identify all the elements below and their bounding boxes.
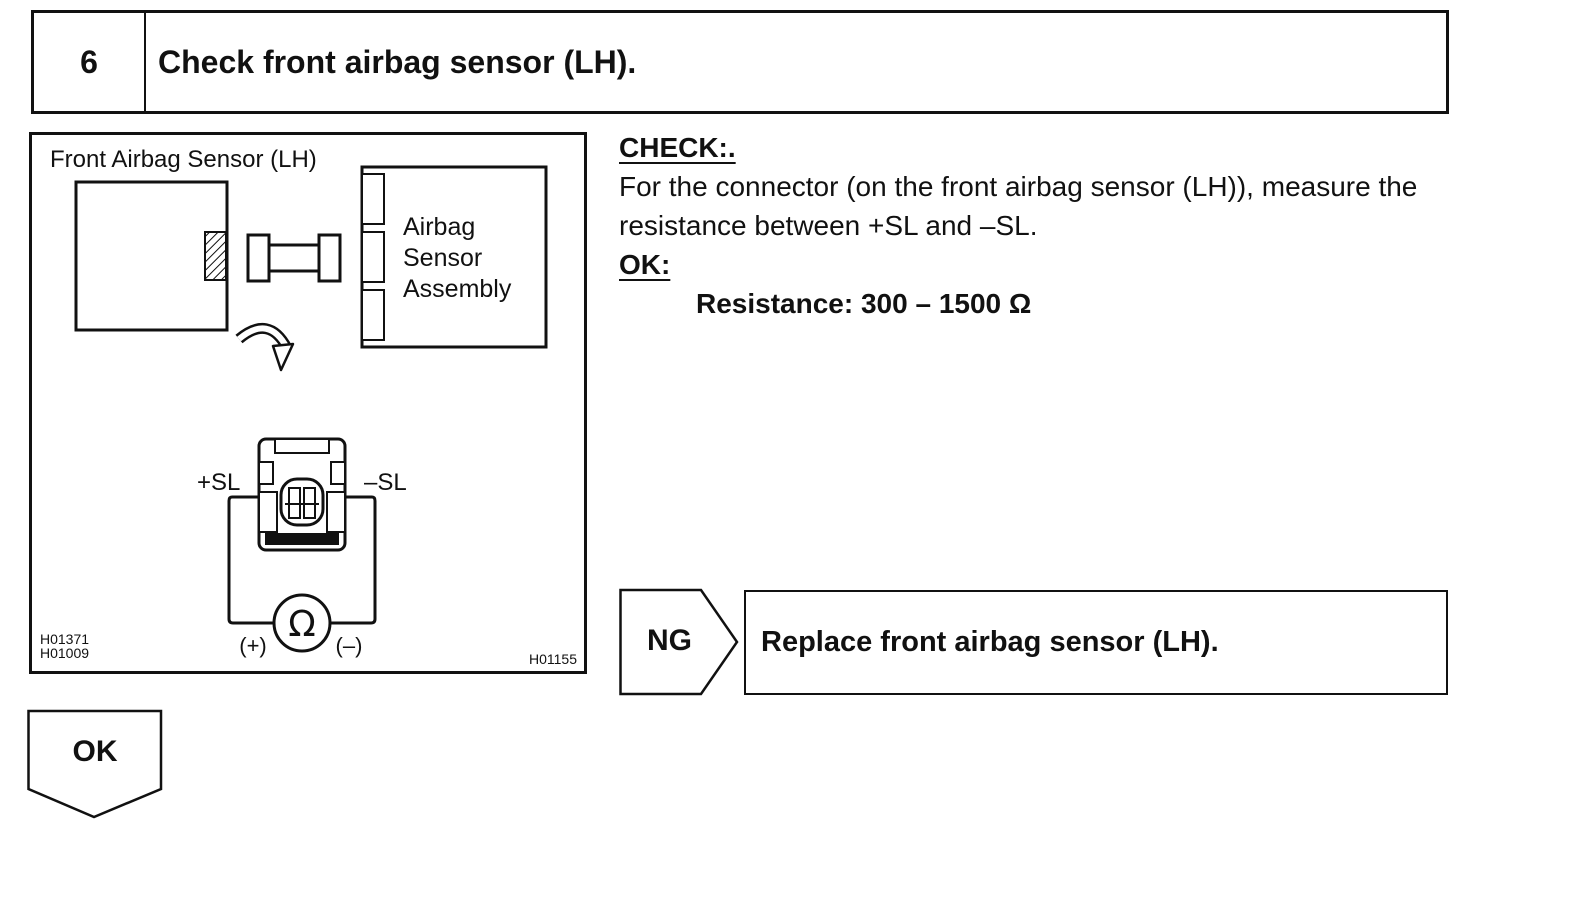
ohm-icon: Ω	[288, 604, 316, 645]
connector-left-end	[246, 233, 271, 283]
figure-border	[29, 132, 587, 674]
assembly-label-line: Airbag	[403, 213, 475, 241]
ng-label: NG	[647, 624, 692, 657]
connector-right-end	[317, 233, 342, 283]
step-number: 6	[34, 13, 146, 111]
diagram-figure: Front Airbag Sensor (LH) Airbag Sensor A…	[29, 132, 587, 674]
front-airbag-sensor-label: Front Airbag Sensor (LH)	[50, 146, 317, 173]
wire-minus	[329, 495, 377, 625]
ref-code: H01155	[529, 651, 577, 667]
step-header: 6 Check front airbag sensor (LH).	[31, 10, 1449, 114]
wire-plus	[227, 495, 275, 625]
minus-sl-label: –SL	[364, 469, 407, 496]
ohmmeter	[272, 593, 332, 653]
check-text: For the connector (on the front airbag s…	[619, 171, 1418, 241]
ng-action-box: Replace front airbag sensor (LH).	[744, 590, 1448, 695]
ng-arrow-shape	[619, 588, 739, 696]
ref-code: H01009	[40, 645, 89, 661]
ok-heading: OK:	[619, 249, 671, 280]
diagram-svg: Front Airbag Sensor (LH) Airbag Sensor A…	[29, 132, 587, 674]
plus-sl-label: +SL	[197, 469, 240, 496]
arrow-head	[271, 342, 295, 372]
step-title: Check front airbag sensor (LH).	[158, 43, 637, 80]
sensor-connector	[204, 231, 227, 281]
meter-plus-label: (+)	[239, 633, 267, 658]
ng-action-text: Replace front airbag sensor (LH).	[761, 626, 1219, 658]
assembly-label-line: Sensor	[403, 244, 482, 272]
check-heading: CHECK:.	[619, 132, 736, 163]
ok-branch: OK	[27, 709, 167, 826]
ref-code: H01371	[40, 631, 89, 647]
connector-shaft	[267, 243, 321, 273]
assembly-label-line: Assembly	[403, 275, 512, 303]
ng-branch: NG	[619, 588, 743, 703]
check-section: CHECK:. For the connector (on the front …	[619, 128, 1451, 323]
svg-text:Airbag Sensor Asse: Airbag Sensor Assembly	[403, 213, 512, 303]
ok-arrow-shape	[27, 709, 163, 819]
resistance-spec: Resistance: 300 – 1500 Ω	[696, 288, 1032, 319]
ok-label: OK	[72, 735, 118, 768]
connector-terminal-housing	[279, 477, 325, 527]
meter-minus-label: (–)	[336, 633, 363, 658]
